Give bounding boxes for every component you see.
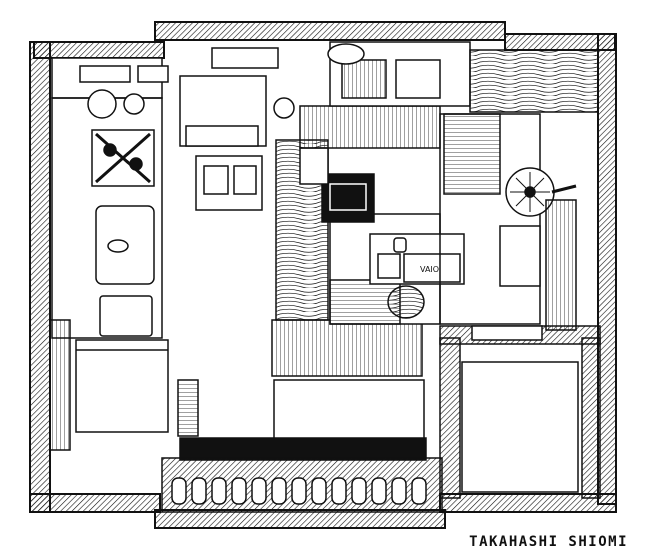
wall-top bbox=[154, 21, 506, 41]
window-left-small bbox=[137, 65, 169, 83]
desk-papers bbox=[377, 253, 401, 279]
bathroom bbox=[439, 325, 601, 499]
wall-left bbox=[29, 41, 51, 513]
shoes bbox=[171, 477, 427, 505]
tv-stand bbox=[469, 49, 599, 113]
wall-bottom-left bbox=[29, 493, 161, 513]
artist-signature: TAKAHASHI SHIOMI bbox=[469, 534, 628, 550]
kitchen-door bbox=[49, 319, 71, 451]
right-window bbox=[545, 199, 577, 331]
wall-top-left bbox=[33, 41, 165, 59]
wooden-floor-strip bbox=[271, 319, 423, 377]
wall-shelf bbox=[443, 113, 501, 195]
floor-mat bbox=[439, 113, 541, 325]
kettle bbox=[87, 89, 117, 119]
pot bbox=[123, 93, 145, 115]
window-left bbox=[79, 65, 131, 83]
lamp bbox=[327, 43, 365, 65]
laptop bbox=[403, 253, 461, 283]
faucet bbox=[107, 239, 129, 253]
kitchen bbox=[49, 47, 279, 451]
bathroom-wall-left bbox=[439, 337, 461, 499]
laptop-brand-label: VAIO bbox=[420, 265, 439, 274]
shoe-cabinet bbox=[273, 379, 425, 441]
genkan-floor bbox=[179, 437, 427, 461]
hallway-floor-stripes bbox=[177, 379, 199, 437]
desk-cup bbox=[393, 237, 407, 253]
plant bbox=[273, 97, 295, 119]
entrance bbox=[161, 379, 443, 513]
round-stool bbox=[387, 285, 425, 319]
gas-stove bbox=[91, 129, 155, 187]
living-room: VAIO bbox=[271, 41, 599, 377]
dish-rack bbox=[99, 295, 153, 337]
storage-box bbox=[299, 147, 329, 185]
bath-mat bbox=[471, 325, 543, 341]
electric-fan bbox=[505, 167, 577, 217]
bathtub bbox=[461, 361, 579, 493]
bathroom-wall-right bbox=[581, 337, 601, 499]
washing-machine bbox=[75, 339, 169, 433]
floor-cushion bbox=[499, 225, 541, 287]
bookshelf bbox=[299, 105, 441, 149]
ceiling-vent bbox=[211, 47, 279, 69]
